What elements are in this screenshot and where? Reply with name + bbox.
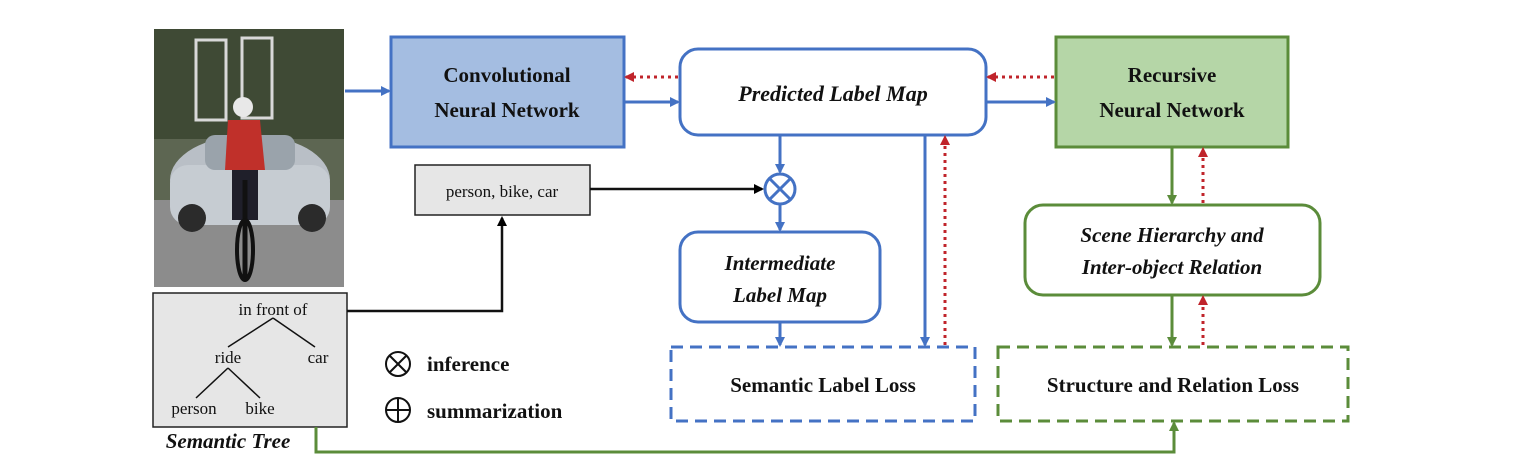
blue-flow-arrows (345, 86, 1056, 347)
object-labels-text: person, bike, car (446, 182, 559, 201)
cnn-line1: Convolutional (443, 63, 570, 87)
tree-leaf-person: person (171, 399, 217, 418)
intermediate-line1: Intermediate (724, 251, 836, 275)
intermediate-label-map-box: Intermediate Label Map (678, 230, 882, 324)
intermediate-line2: Label Map (732, 283, 827, 307)
tree-node-car: car (308, 348, 329, 367)
predicted-label-map-box: Predicted Label Map (678, 47, 988, 137)
tree-root: in front of (239, 300, 308, 319)
semantic-label-loss-text: Semantic Label Loss (730, 373, 916, 397)
tree-leaf-bike: bike (245, 399, 274, 418)
semantic-tree-caption: Semantic Tree (166, 429, 291, 453)
green-flow-arrows (314, 147, 1179, 454)
rnn-line2: Neural Network (1099, 98, 1245, 122)
scene-hierarchy-line1: Scene Hierarchy and (1080, 223, 1264, 247)
scene-hierarchy-box: Scene Hierarchy and Inter-object Relatio… (1023, 203, 1322, 297)
structure-relation-loss-text: Structure and Relation Loss (1047, 373, 1299, 397)
legend: inference summarization (385, 351, 563, 423)
object-labels-box: person, bike, car (414, 164, 591, 216)
tree-node-ride: ride (215, 348, 241, 367)
scene-hierarchy-line2: Inter-object Relation (1081, 255, 1262, 279)
rnn-box: Recursive Neural Network (1054, 35, 1290, 149)
inference-node-icon (763, 172, 797, 206)
legend-summarization: summarization (427, 399, 563, 423)
red-backprop-arrows (624, 72, 1208, 345)
structure-relation-loss-box: Structure and Relation Loss (996, 345, 1350, 423)
cnn-box: Convolutional Neural Network (389, 35, 626, 149)
black-flow-arrows (347, 184, 764, 313)
predicted-label-map-label: Predicted Label Map (737, 81, 927, 106)
rnn-line1: Recursive (1128, 63, 1217, 87)
cnn-line2: Neural Network (434, 98, 580, 122)
semantic-tree-box: in front of ride car person bike (152, 292, 348, 428)
legend-inference: inference (427, 352, 509, 376)
cyclist-photo (154, 29, 344, 287)
summarization-symbol-icon (385, 397, 411, 423)
inference-symbol-icon (385, 351, 411, 377)
semantic-label-loss-box: Semantic Label Loss (669, 345, 977, 423)
